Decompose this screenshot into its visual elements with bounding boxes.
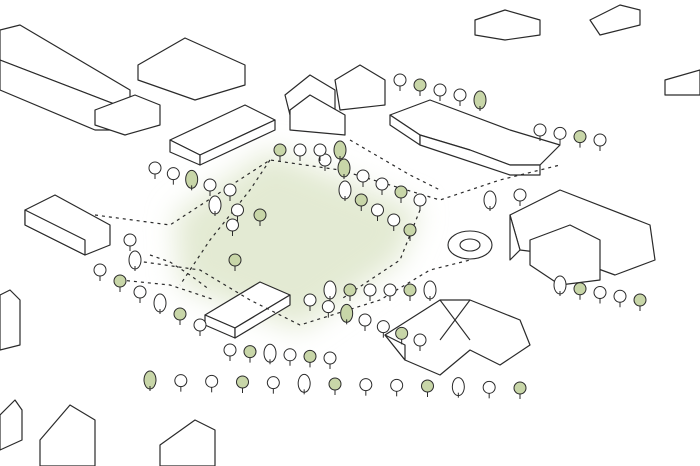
building-cross [384,299,531,376]
tree [453,88,467,102]
building-right [509,189,656,286]
tree [359,378,373,392]
tree [323,351,337,365]
tree [173,307,187,321]
tree [343,283,357,297]
tree [573,130,587,144]
tree [513,188,527,202]
tree [303,293,317,307]
tree [371,203,384,217]
tree [413,78,427,92]
tree [166,167,180,181]
tree [174,374,188,388]
houses-bottom-left [0,289,216,466]
tree [231,203,244,217]
paths [94,139,561,326]
tree [375,177,389,191]
tree [390,378,404,392]
building-top-right [474,4,700,96]
tree [513,381,527,395]
roundabout [447,230,493,260]
tree [283,348,297,362]
tree [123,233,137,247]
tree [228,253,242,267]
tree [356,169,370,183]
tree [328,377,342,391]
tree [93,263,107,277]
tree [633,293,647,307]
tree [413,333,427,347]
tree [358,313,372,327]
tree [193,318,207,332]
building-left [24,194,111,256]
tree [553,126,567,140]
tree [273,143,287,157]
tree [113,274,127,288]
tree [395,326,409,340]
tree [573,282,587,296]
tree [133,285,147,299]
tree [613,289,627,303]
tree [387,213,401,227]
tree [363,283,377,297]
tree [354,193,368,207]
tree [236,375,249,389]
central-park-area [175,150,420,330]
tree [148,161,162,175]
tree [223,343,237,357]
tree [403,223,417,237]
tree [376,320,390,334]
tree [223,183,237,197]
tree [433,83,447,97]
tree [226,218,239,232]
tree [293,143,307,157]
tree [533,123,547,137]
building-school [389,99,561,176]
tree [253,208,267,222]
building-long-block [169,104,276,166]
tree [394,185,408,199]
tree [403,283,417,297]
tree [393,73,407,87]
tree [421,379,434,393]
tree [383,283,397,297]
tree [203,178,217,192]
tree [243,345,257,359]
houses-top [284,64,386,136]
tree [321,300,335,314]
tree [593,286,607,299]
building-top-left [0,24,246,136]
tree [313,143,327,157]
tree [266,376,280,390]
trees [93,73,647,399]
tree [482,380,496,394]
tree [413,193,427,207]
tree [593,133,607,147]
tree [303,349,317,363]
tree [205,374,219,388]
